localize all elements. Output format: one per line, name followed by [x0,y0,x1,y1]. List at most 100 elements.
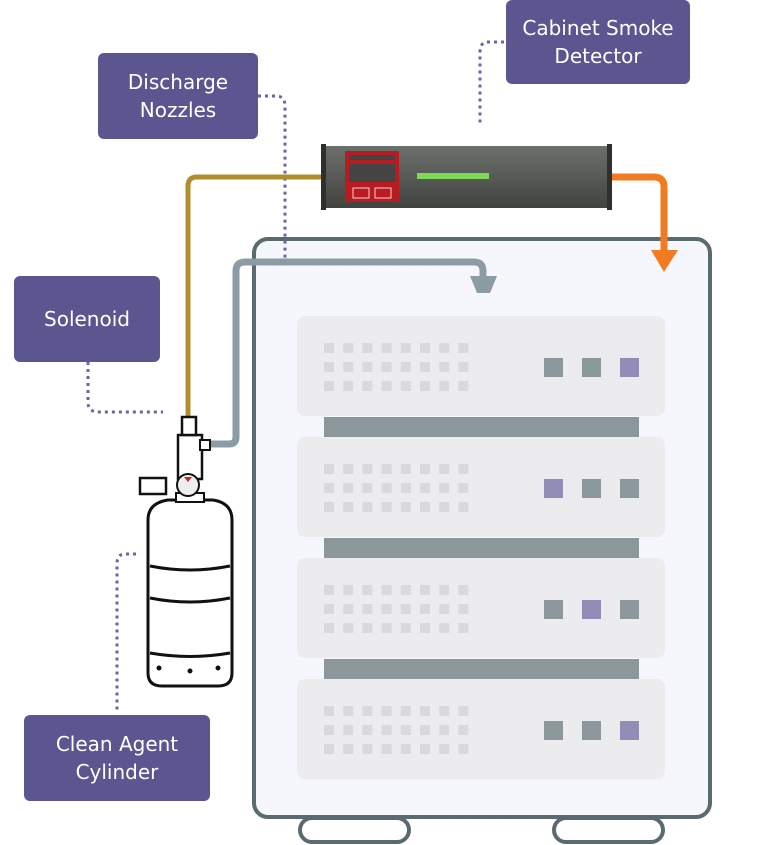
vent-slot [362,343,373,353]
alarm-arrow-icon [651,250,678,272]
status-led-off [582,479,601,498]
vent-slot [420,706,430,716]
vent-slot [458,725,469,735]
vent-slot [324,725,334,735]
vent-slot [362,744,373,754]
cabinet-smoke-detector [321,144,612,210]
vent-slot [458,585,469,595]
leader-solenoid [86,362,163,414]
vent-slot [400,362,411,372]
status-led-on [620,358,639,377]
vent-slot [439,483,450,493]
vent-slot [324,585,334,595]
vent-slot [381,706,392,716]
vent-slot [439,585,450,595]
status-led-on [620,721,639,740]
vent-slot [420,623,430,633]
server-rail [324,417,639,437]
vent-slot [420,362,430,372]
vent-slot [439,502,450,512]
status-led-off [620,600,639,619]
status-led-off [582,721,601,740]
vent-slot [420,585,430,595]
vent-slot [458,362,469,372]
pressure-gauge-icon [176,473,200,497]
server-rail [324,659,639,679]
vent-slot [324,464,334,474]
vent-slot [381,502,392,512]
vent-slot [324,744,334,754]
vent-slot [420,343,430,353]
vent-slot [458,744,469,754]
solenoid-valve [176,433,204,481]
vent-slot [458,343,469,353]
vent-slot [362,706,373,716]
vent-slot [381,725,392,735]
vent-slot [381,464,392,474]
vent-slot [362,464,373,474]
vent-slot [400,381,411,391]
detector-status-bar [417,173,489,179]
vent-slot [362,502,373,512]
vent-slot [343,343,354,353]
clean-agent-cylinder [138,415,234,688]
vent-slot [400,725,411,735]
leader-cylinder [115,552,136,713]
vent-slot [362,604,373,614]
vent-slot [324,381,334,391]
vent-slot [458,502,469,512]
status-led-on [582,600,601,619]
vent-slot [381,744,392,754]
vent-slot [324,604,334,614]
status-led-on [544,479,563,498]
leader-lines [86,40,504,713]
vent-slot [343,585,354,595]
status-led-off [620,479,639,498]
vent-slot [324,343,334,353]
label-solenoid: Solenoid [14,276,160,362]
vent-slot [381,343,392,353]
server-unit [297,679,665,779]
server-unit [297,558,665,658]
vent-slot [343,362,354,372]
vent-slot [324,502,334,512]
vent-slot [400,483,411,493]
vent-slot [381,604,392,614]
vent-slot [362,381,373,391]
vent-slot [439,744,450,754]
vent-slot [324,362,334,372]
vent-slot [343,502,354,512]
vent-slot [400,464,411,474]
vent-slot [343,464,354,474]
vent-slot [324,483,334,493]
status-led-off [544,600,563,619]
server-rack [297,316,665,779]
vent-slot [420,725,430,735]
vent-slot [362,585,373,595]
vent-slot [324,706,334,716]
leader-smoke-detector [478,40,504,125]
vent-slot [381,362,392,372]
vent-slot [343,381,354,391]
vent-slot [400,502,411,512]
status-led-off [544,358,563,377]
vent-slot [343,483,354,493]
vent-slot [439,464,450,474]
vent-slot [381,483,392,493]
vent-slot [420,604,430,614]
label-cabinet-smoke-detector: Cabinet Smoke Detector [506,0,690,84]
vent-slot [420,483,430,493]
discharge-nozzle-icon [470,276,497,293]
vent-slot [458,604,469,614]
vent-slot [343,623,354,633]
vent-slot [420,502,430,512]
vent-slot [458,464,469,474]
vent-slot [458,623,469,633]
vent-slot [362,623,373,633]
vent-slot [458,706,469,716]
vent-slot [343,744,354,754]
vent-slot [400,744,411,754]
vent-slot [439,623,450,633]
detector-button-left [352,187,370,199]
